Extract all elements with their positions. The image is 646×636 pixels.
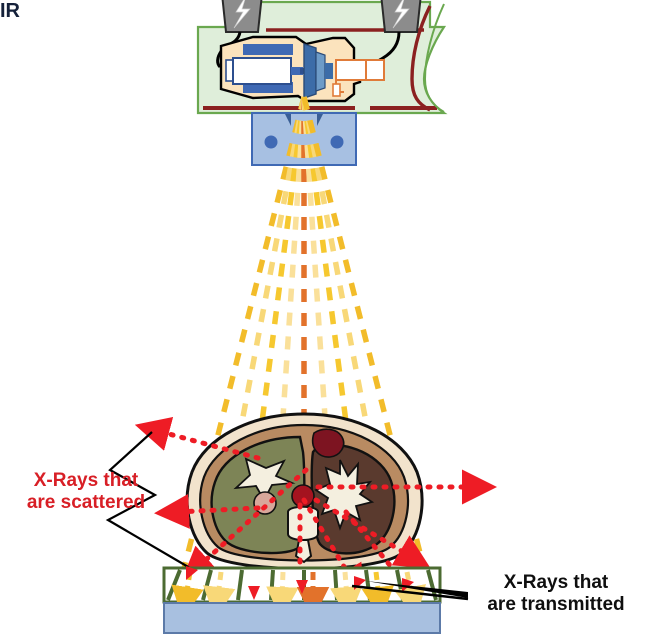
scatter-label-bracket	[105, 431, 191, 569]
lightning-bolt-icon	[233, 0, 251, 29]
transmitted-label-pointer	[366, 581, 468, 598]
scatter-ray-2	[154, 493, 261, 529]
scattered-rays-label: X-Rays that are scattered	[6, 470, 166, 515]
primary-ray-3	[236, 96, 307, 601]
scatter-ray-4	[181, 467, 309, 583]
transmitted-label-line1: X-Rays that	[503, 572, 609, 593]
spinous-process	[294, 539, 313, 564]
vertebral-body	[287, 505, 319, 541]
x-ray-tube-insert	[219, 35, 385, 103]
image-receptor	[163, 602, 441, 634]
scatter-ray-6	[313, 497, 431, 569]
scattered-label-line1: X-Rays that	[33, 470, 139, 491]
transmitted-label-line	[351, 584, 469, 601]
stomach	[312, 428, 345, 458]
lightning-bolt-icon	[392, 0, 410, 29]
anti-scatter-grid	[162, 566, 442, 620]
anode-circuit	[332, 59, 385, 97]
rotating-anode-disc	[303, 43, 317, 99]
collimator-knob-right	[330, 135, 344, 149]
image-receptor-label: IR	[0, 0, 20, 22]
transmitted-rays-label: X-Rays that are transmitted	[470, 572, 642, 617]
stator-winding-bottom	[243, 82, 293, 93]
collimator-knob-left	[264, 135, 278, 149]
stator-winding-top	[243, 44, 293, 55]
scatter-ray-1	[134, 416, 261, 461]
bronchus	[233, 457, 296, 502]
aorta	[291, 484, 315, 508]
high-voltage-connector-left	[216, 0, 263, 69]
primary-ray-7	[301, 96, 372, 601]
transmitted-label-line2: are transmitted	[487, 594, 625, 616]
scattered-label-line2: are scattered	[26, 492, 146, 514]
